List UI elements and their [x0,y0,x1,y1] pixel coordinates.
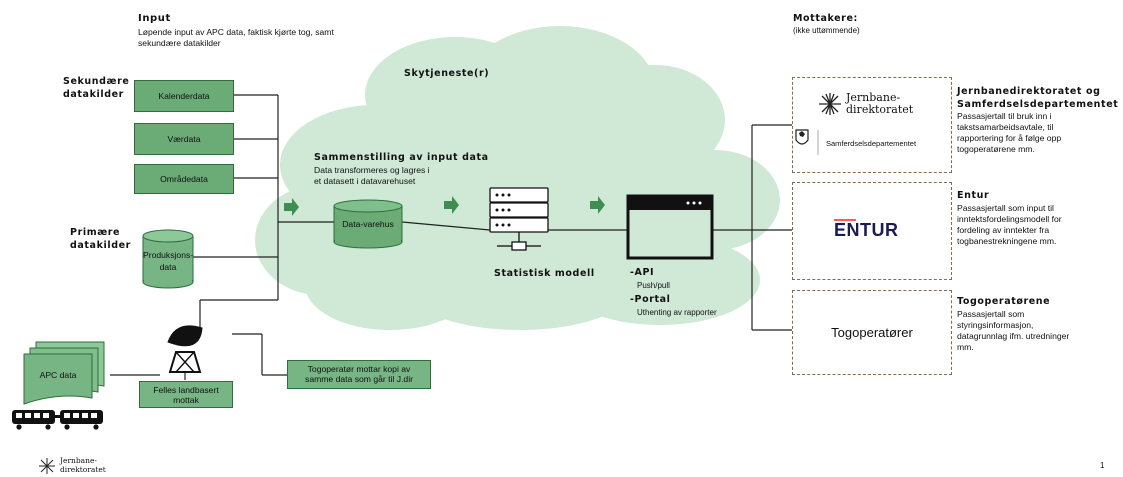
data-warehouse-cylinder [333,199,403,249]
receiver-1-desc-line: rapportering for å følge opp [957,133,1062,143]
arrow-2 [444,196,459,214]
flow-arrows [284,196,605,216]
receiver-2-desc-line: togbanestrekningene mm. [957,236,1057,246]
receiver-1-desc: Passasjertall til bruk inn i takstsamarb… [957,111,1061,155]
browser-window-icon [626,194,714,260]
production-data-label-2: data [159,262,177,272]
portal-label: -Portal [630,294,671,305]
entur-logo-part-1: EN [834,220,861,240]
connector-lines [110,94,792,380]
operator-copy-line-2: samme data som går til J.dir [305,374,413,384]
jd-emblem-icon [819,93,841,115]
footer-logo-line-1: Jernbane- [60,456,97,465]
receiver-3-title: Togoperatørene [957,296,1051,307]
jd-logo-line-2: direktoratet [846,103,914,116]
api-label: -API [630,267,655,278]
operators-box-label: Togoperatører [831,325,913,340]
compile-desc-line-1: Data transformeres og lagres i [314,165,430,175]
compile-title: Sammenstilling av input data [314,152,489,163]
input-desc-line-1: Løpende input av APC data, faktisk kjørt… [138,27,334,37]
entur-logo-part-2: TUR [860,220,899,240]
train-icon [12,410,103,430]
server-icon [489,187,549,251]
operator-copy-line-1: Togoperatør mottar kopi av [307,364,411,374]
primary-label-line-1: Primære [70,227,121,238]
page-number: 1 [1100,461,1105,470]
landbased-receiver-line-1: Felles landbasert [153,385,219,395]
production-data-cylinder [142,229,194,289]
portal-sublabel: Uthenting av rapporter [637,308,717,317]
receiver-3-desc-line: Passasjertall som [957,309,1025,319]
receiver-2-desc: Passasjertall som input til inntektsford… [957,203,1062,247]
compile-desc-line-2: et datasett i datavarehuset [314,176,416,186]
receiver-box-jd-sd [792,77,952,173]
primary-label-line-2: datakilder [70,240,131,251]
cloud-shape [255,26,780,330]
secondary-label-line-2: datakilder [63,89,124,100]
landbased-receiver-line-2: mottak [173,395,199,405]
api-sublabel: Push/pull [637,281,670,290]
receiver-box-operators [792,290,952,375]
receiver-3-desc: Passasjertall som styringsinformasjon, d… [957,309,1069,353]
receiver-1-desc-line: takstsamarbeidsavtale, til [957,122,1054,132]
jd-logo-line-1: Jernbane- [846,91,901,104]
receiver-2-desc-line: inntektsfordelingsmodell for [957,214,1062,224]
landbased-receiver-box: Felles landbasert mottak [139,381,233,408]
receiver-1-title-line-1: Jernbanedirektoratet og [957,86,1101,97]
receiver-3-desc-line: datagrunnlag ifm. utredninger [957,331,1070,341]
source-box-weather: Værdata [134,123,234,155]
coat-of-arms-icon [795,129,809,145]
operator-copy-box: Togoperatør mottar kopi av samme data so… [287,360,431,389]
source-box-calendar: Kalenderdata [134,80,234,112]
receivers-subtitle: (ikke uttømmende) [793,26,860,35]
receivers-title: Mottakere: [793,13,858,24]
arrow-3 [590,196,605,214]
satellite-dish-icon [167,325,203,373]
receiver-3-desc-line: mm. [957,342,974,352]
receiver-2-title: Entur [957,190,990,201]
input-desc-line-2: sekundære datakilder [138,38,221,48]
footer-logo-text: Jernbane- direktoratet [60,456,106,474]
arrow-1 [284,198,299,216]
jd-logo-text: Jernbane- direktoratet [846,92,913,116]
receiver-2-desc-line: Passasjertall som input til [957,203,1054,213]
receiver-2-desc-line: fordeling av inntekter fra [957,225,1050,235]
receiver-3-desc-line: styringsinformasjon, [957,320,1034,330]
production-data-label-1: Produksjons- [143,250,194,260]
apc-document-stack [23,341,105,405]
warehouse-label: Data-varehus [342,219,394,229]
receiver-1-desc-line: togoperatørene mm. [957,144,1035,154]
secondary-label-line-1: Sekundære [63,76,130,87]
footer-logo-line-2: direktoratet [60,464,106,474]
receiver-1-title-line-2: Samferdselsdepartementet [957,99,1119,110]
source-box-area: Områdedata [134,164,234,194]
entur-logo: ENTUR [834,220,899,241]
model-label: Statistisk modell [494,268,595,279]
receiver-box-entur [792,182,952,280]
receiver-1-desc-line: Passasjertall til bruk inn i [957,111,1052,121]
footer-emblem-icon [39,458,55,474]
input-title: Input [138,13,171,24]
cloud-title: Skytjeneste(r) [404,68,490,79]
sd-logo-text: Samferdselsdepartementet [826,139,917,148]
entur-logo-accent [834,219,856,221]
apc-data-label: APC data [39,370,77,380]
